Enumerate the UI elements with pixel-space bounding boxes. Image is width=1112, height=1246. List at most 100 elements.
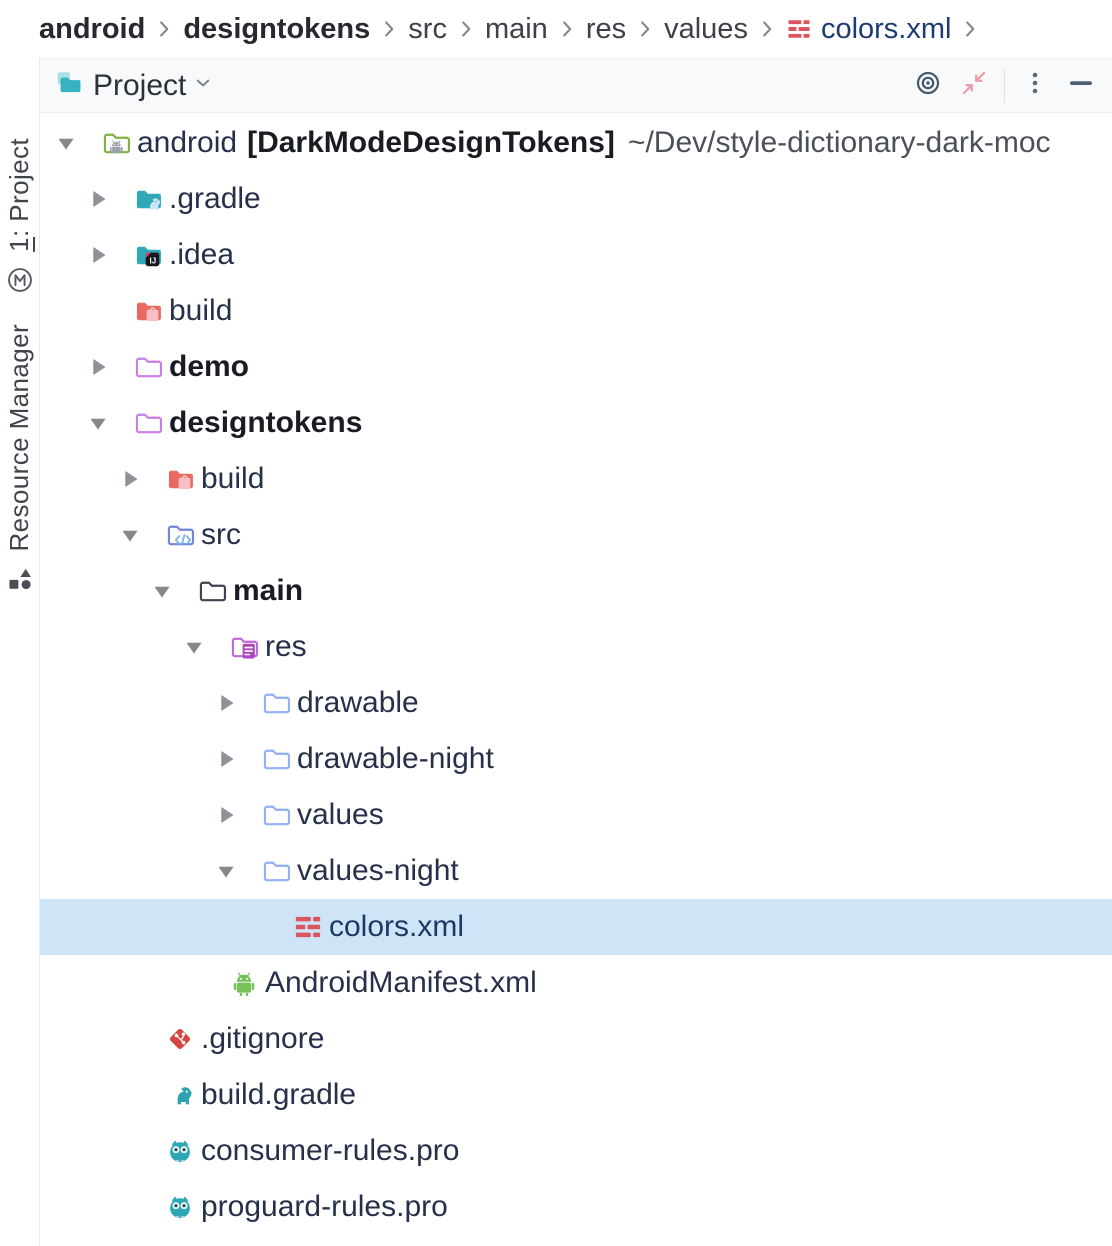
breadcrumb-separator-icon: [376, 16, 402, 42]
tree-row-proguard-rules-pro[interactable]: proguard-rules.pro: [40, 1179, 1112, 1235]
tree-node-label: build: [201, 462, 264, 496]
locate-file-button[interactable]: [905, 64, 951, 108]
res-folder-icon: [229, 632, 259, 662]
tree-node-label: .idea: [169, 238, 234, 272]
tree-node-label: drawable: [297, 686, 419, 720]
breadcrumb-separator-icon: [957, 16, 983, 42]
chevron-collapsed-icon[interactable]: [211, 688, 251, 718]
tree-row-idea[interactable]: IJ .idea: [40, 227, 1112, 283]
tree-row-values[interactable]: values: [40, 787, 1112, 843]
tree-row-gradle[interactable]: .gradle: [40, 171, 1112, 227]
resource-folder-icon: [261, 744, 291, 774]
sidebar-item-project[interactable]: 1: Project: [0, 138, 39, 294]
tree-node-label: proguard-rules.pro: [201, 1190, 448, 1224]
breadcrumb-label: colors.xml: [821, 13, 952, 46]
project-view-selector[interactable]: Project: [54, 68, 216, 103]
chevron-expanded-icon[interactable]: [51, 128, 91, 158]
tree-row-demo[interactable]: demo: [40, 339, 1112, 395]
chevron-collapsed-icon[interactable]: [211, 800, 251, 830]
tree-row-gitignore[interactable]: .gitignore: [40, 1011, 1112, 1067]
breadcrumb-separator-icon: [632, 16, 658, 42]
gradle-file-icon: [165, 1080, 195, 1110]
hide-panel-button[interactable]: [1058, 64, 1104, 108]
tree-row-consumer-rules-pro[interactable]: consumer-rules.pro: [40, 1123, 1112, 1179]
target-icon: [912, 67, 944, 104]
build-excluded-folder-icon: [133, 296, 163, 326]
chevron-collapsed-icon[interactable]: [83, 184, 123, 214]
tree-node-label: consumer-rules.pro: [201, 1134, 459, 1168]
breadcrumb-label: src: [408, 13, 447, 45]
minimize-icon: [1065, 67, 1097, 104]
tree-node-label: demo: [169, 350, 249, 384]
chevron-collapsed-icon[interactable]: [211, 744, 251, 774]
tree-node-label: AndroidManifest.xml: [265, 966, 537, 1000]
tree-node-label: build: [169, 294, 232, 328]
header-divider: [1004, 69, 1005, 103]
circled-m-icon: [6, 266, 34, 294]
android-manifest-file-icon: [229, 968, 259, 998]
collapse-button[interactable]: [951, 64, 997, 108]
tree-row-build-gradle[interactable]: build.gradle: [40, 1067, 1112, 1123]
breadcrumb-label: android: [39, 13, 145, 45]
chevron-collapsed-icon[interactable]: [83, 240, 123, 270]
breadcrumb-separator-icon: [151, 16, 177, 42]
project-stripe-label: 1: Project: [4, 138, 35, 252]
tree-row-designtokens[interactable]: designtokens: [40, 395, 1112, 451]
values-xml-icon: [786, 16, 812, 42]
options-menu-button[interactable]: [1012, 64, 1058, 108]
project-file-tree: android[DarkModeDesignTokens]~/Dev/style…: [40, 113, 1112, 1246]
chevron-collapsed-icon[interactable]: [83, 352, 123, 382]
proguard-file-icon: [165, 1192, 195, 1222]
tree-row-colors-xml[interactable]: colors.xml: [40, 899, 1112, 955]
tree-node-label: res: [265, 630, 307, 664]
tree-row-android[interactable]: android[DarkModeDesignTokens]~/Dev/style…: [40, 115, 1112, 171]
chevron-collapsed-icon[interactable]: [115, 464, 155, 494]
breadcrumb-separator-icon: [554, 16, 580, 42]
breadcrumb-item-colors-xml[interactable]: colors.xml: [781, 13, 957, 46]
tree-row-main[interactable]: main: [40, 563, 1112, 619]
resource-folder-icon: [261, 800, 291, 830]
shapes-icon: [7, 566, 33, 592]
resource-folder-icon: [261, 856, 291, 886]
tree-row-build[interactable]: build: [40, 283, 1112, 339]
project-name-badge: [DarkModeDesignTokens]: [247, 126, 615, 160]
breadcrumb-item-android[interactable]: android: [34, 13, 150, 46]
breadcrumb-item-main[interactable]: main: [480, 13, 553, 46]
svg-text:IJ: IJ: [150, 256, 157, 265]
tree-row-drawable[interactable]: drawable: [40, 675, 1112, 731]
breadcrumb-item-values[interactable]: values: [659, 13, 753, 46]
breadcrumb-item-res[interactable]: res: [581, 13, 631, 46]
breadcrumb-separator-icon: [754, 16, 780, 42]
project-path: ~/Dev/style-dictionary-dark-moc: [628, 126, 1051, 160]
collapse-arrows-icon: [958, 67, 990, 104]
sidebar-item-resource-manager[interactable]: Resource Manager: [0, 324, 39, 592]
tree-node-label: designtokens: [169, 406, 362, 440]
folder-plain-icon: [197, 576, 227, 606]
breadcrumb-label: values: [664, 13, 748, 45]
tree-node-label: src: [201, 518, 241, 552]
tree-row-androidmanifest-xml[interactable]: AndroidManifest.xml: [40, 955, 1112, 1011]
values-xml-file-icon: [293, 912, 323, 942]
tree-row-res[interactable]: res: [40, 619, 1112, 675]
tree-node-label: drawable-night: [297, 742, 494, 776]
tree-row-drawable-night[interactable]: drawable-night: [40, 731, 1112, 787]
chevron-expanded-icon[interactable]: [83, 408, 123, 438]
module-folder-icon: [133, 408, 163, 438]
main-area: 1: Project Resource Manager Project: [0, 58, 1112, 1246]
tree-node-label: values-night: [297, 854, 459, 888]
tree-row-values-night[interactable]: values-night: [40, 843, 1112, 899]
breadcrumb-item-src[interactable]: src: [403, 13, 452, 46]
proguard-file-icon: [165, 1136, 195, 1166]
tree-row-src[interactable]: src: [40, 507, 1112, 563]
breadcrumb-label: main: [485, 13, 548, 45]
tree-node-label: colors.xml: [329, 910, 464, 944]
tree-row-build[interactable]: build: [40, 451, 1112, 507]
breadcrumb-item-designtokens[interactable]: designtokens: [178, 13, 375, 46]
chevron-expanded-icon[interactable]: [147, 576, 187, 606]
project-folder-icon: [54, 68, 84, 103]
chevron-expanded-icon[interactable]: [211, 856, 251, 886]
chevron-expanded-icon[interactable]: [115, 520, 155, 550]
chevron-expanded-icon[interactable]: [179, 632, 219, 662]
tree-node-label: .gradle: [169, 182, 261, 216]
tree-node-label: .gitignore: [201, 1022, 324, 1056]
